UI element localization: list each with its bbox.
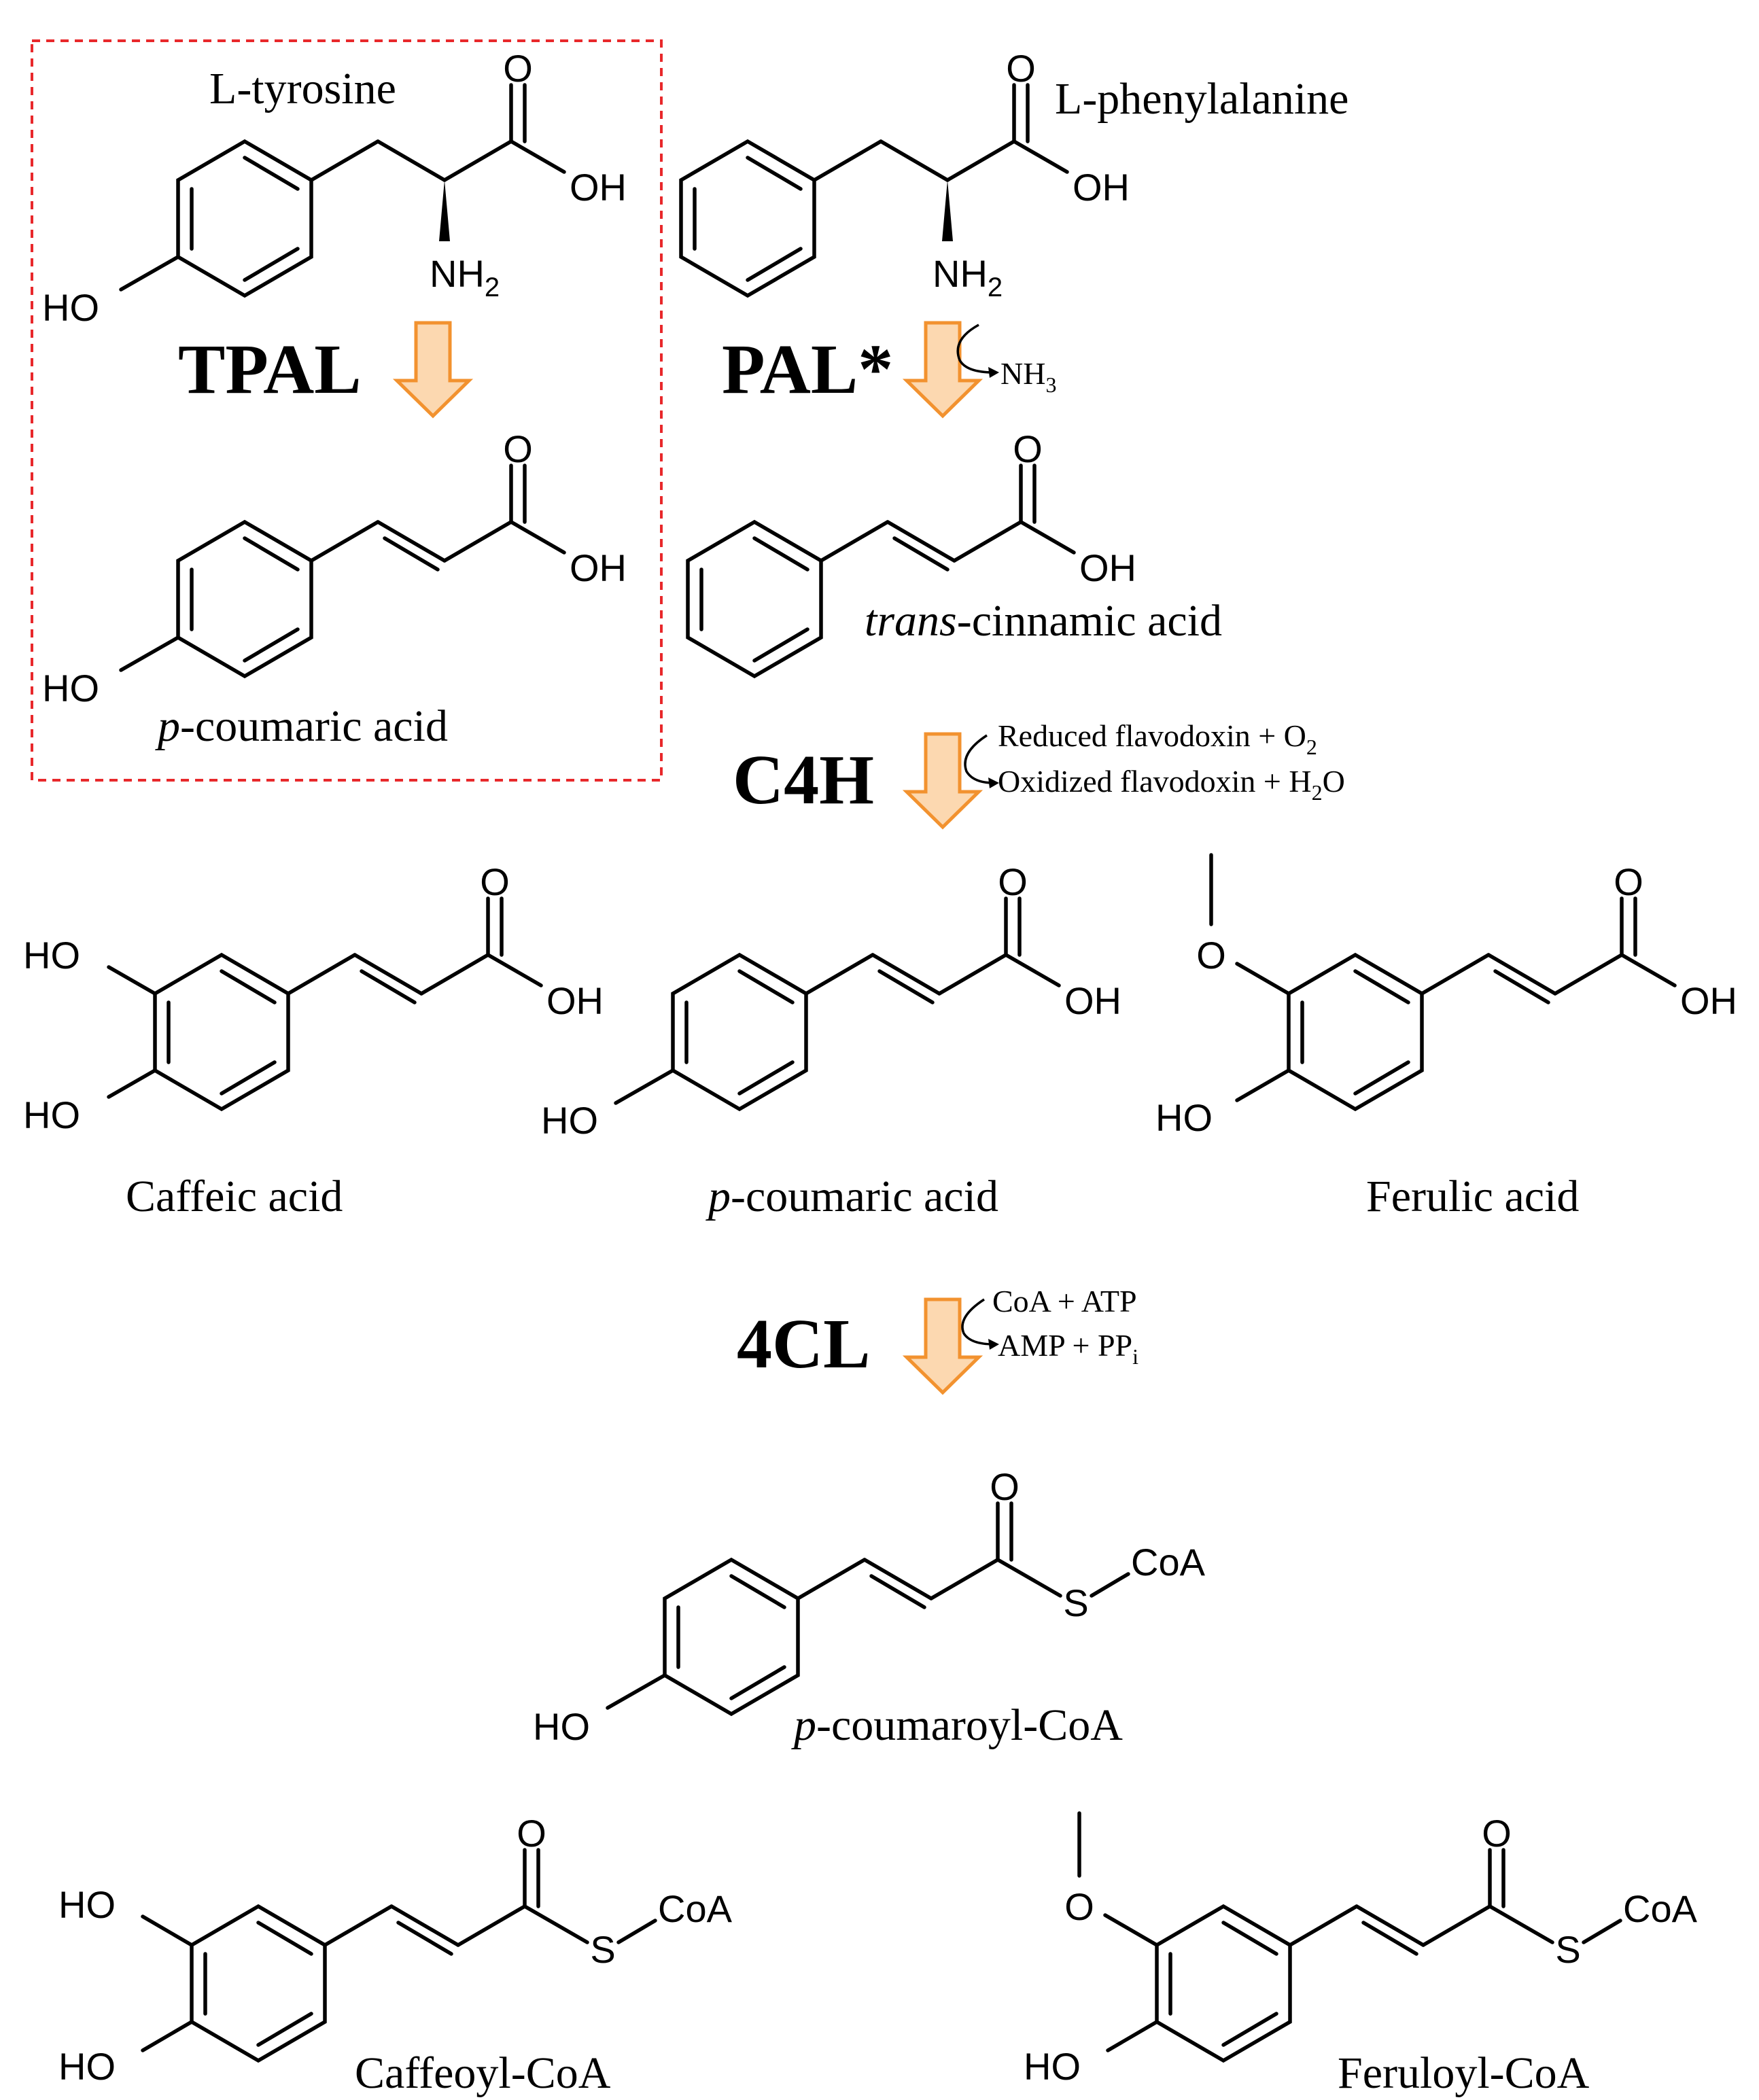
caffeic-carbonyl-oxygen: O [480,860,510,903]
ferulic-acid-structure [1209,853,1677,1112]
phenylalanine-hydroxyl: OH [1073,166,1130,209]
ferulic-hydroxyl: OH [1680,979,1737,1022]
label-p-coumaroyl-coa: p-coumaroyl-CoA [791,1700,1123,1750]
feruloyl-sulfur: S [1555,1928,1580,1971]
p-coumaroyl-coa-structure [606,1501,1130,1717]
feruloyl-coa-structure [1077,1811,1622,2063]
tpal-highlight-box [31,39,663,782]
ferulic-para-oh: HO [1155,1096,1213,1139]
l-phenylalanine-structure [679,83,1069,298]
label-ferulic-acid: Ferulic acid [1366,1172,1579,1221]
tyrosine-carbonyl-oxygen: O [503,47,533,90]
label-caffeic-acid: Caffeic acid [126,1172,343,1221]
coumaric-middle-carbonyl-oxygen: O [998,860,1028,903]
tyrosine-phenol-oh: HO [42,286,99,329]
caffeic-hydroxyl: OH [546,979,604,1022]
coumaric-top-phenol-oh: HO [42,667,99,710]
coumaric-top-hydroxyl: OH [570,546,627,589]
caffeic-meta-oh: HO [23,934,80,977]
coumaric-top-carbonyl-oxygen: O [503,427,533,470]
feruloyl-methoxy-oxygen: O [1064,1885,1094,1928]
cinnamic-hydroxyl: OH [1079,546,1136,589]
coumaric-middle-phenol-oh: HO [541,1099,598,1142]
p-coumaric-acid-middle-structure [614,896,1061,1112]
label-caffeoyl-coa: Caffeoyl-CoA [355,2048,611,2098]
caffeic-acid-structure [107,896,543,1112]
cinnamic-carbonyl-oxygen: O [1013,427,1043,470]
coumaroyl-phenol-oh: HO [533,1705,590,1748]
pal-byproduct-hook [956,323,994,374]
label-trans-cinnamic-acid: trans-cinnamic acid [865,596,1222,646]
tyrosine-hydroxyl: OH [570,166,627,209]
phenylalanine-carbonyl-oxygen: O [1006,47,1036,90]
phenylalanine-amine: NH2 [933,252,1003,302]
feruloyl-para-oh: HO [1024,2045,1081,2088]
trans-cinnamic-acid-structure [686,463,1076,679]
coumaroyl-sulfur: S [1063,1581,1088,1624]
label-l-tyrosine: L-tyrosine [209,64,396,113]
caffeic-para-oh: HO [23,1093,80,1136]
ferulic-carbonyl-oxygen: O [1614,860,1643,903]
p-coumaric-acid-top-structure [119,463,566,679]
c4h-cofactor-hook [964,734,994,784]
c4h-cofactor-out: Oxidized flavodoxin + H2O [998,764,1345,805]
caffeoyl-coa-structure [141,1848,657,2063]
coumaroyl-carbonyl-oxygen: O [990,1465,1020,1508]
caffeoyl-sulfur: S [590,1928,615,1971]
enzyme-c4h: C4H [733,741,874,819]
coumaric-middle-hydroxyl: OH [1064,979,1121,1022]
tpal-reaction-arrow [392,321,474,419]
enzyme-4cl: 4CL [737,1305,870,1383]
caffeoyl-coa-group: CoA [658,1887,733,1930]
tyrosine-amine: NH2 [430,252,500,302]
caffeoyl-para-oh: HO [58,2045,116,2088]
c4h-cofactor-in: Reduced flavodoxin + O2 [998,718,1317,759]
l-tyrosine-structure [119,83,566,298]
ferulic-methoxy-oxygen: O [1196,934,1226,977]
4cl-reaction-arrow [902,1297,983,1395]
4cl-cofactor-hook [961,1298,994,1346]
pal-byproduct-ammonia: NH3 [1000,356,1056,397]
c4h-reaction-arrow [902,732,983,830]
feruloyl-carbonyl-oxygen: O [1482,1812,1512,1855]
4cl-cofactor-out: AMP + PPi [998,1328,1138,1369]
label-p-coumaric-acid-top: p-coumaric acid [155,701,448,751]
pal-reaction-arrow [902,321,983,419]
label-p-coumaric-acid-middle: p-coumaric acid [706,1172,998,1221]
label-l-phenylalanine: L-phenylalanine [1055,74,1348,124]
feruloyl-coa-group: CoA [1623,1887,1698,1930]
4cl-cofactor-in: CoA + ATP [992,1284,1137,1318]
enzyme-pal: PAL* [722,330,893,408]
caffeoyl-meta-oh: HO [58,1883,116,1926]
enzyme-tpal: TPAL [178,330,362,408]
caffeoyl-carbonyl-oxygen: O [517,1812,546,1855]
coumaroyl-coa-group: CoA [1131,1541,1206,1583]
label-feruloyl-coa: Feruloyl-CoA [1338,2048,1590,2098]
